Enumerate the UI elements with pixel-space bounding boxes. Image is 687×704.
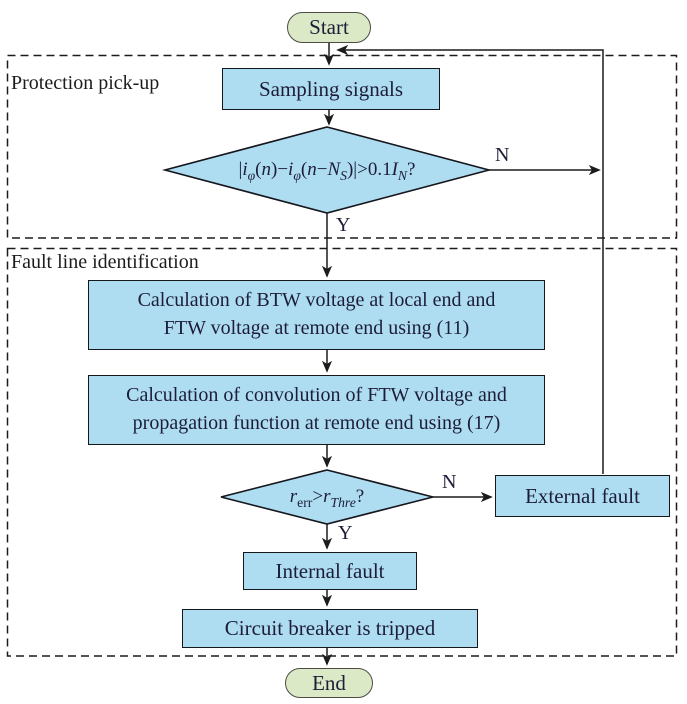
process-calc-btw-ftw-voltage-line1: Calculation of BTW voltage at local end … xyxy=(137,289,496,312)
process-circuit-breaker-tripped: Circuit breaker is tripped xyxy=(182,609,478,648)
decision-2-shape xyxy=(220,469,434,525)
decision-1-no-label: N xyxy=(495,144,510,166)
decision-2-question: rerr>rThre? xyxy=(289,486,365,510)
decision-2-no-label: N xyxy=(442,471,457,493)
start-terminal: Start xyxy=(287,12,371,43)
process-calc-btw-ftw-voltage: Calculation of BTW voltage at local end … xyxy=(88,280,545,350)
section-frame-fault-line-identification xyxy=(6,247,678,657)
process-calc-convolution: Calculation of convolution of FTW voltag… xyxy=(88,375,545,445)
decision-1-shape xyxy=(161,126,493,214)
process-internal-fault: Internal fault xyxy=(243,552,417,590)
process-sampling-signals: Sampling signals xyxy=(222,68,440,110)
process-calc-convolution-line1: Calculation of convolution of FTW voltag… xyxy=(126,384,507,407)
section-label-protection-pickup: Protection pick-up xyxy=(11,72,160,94)
decision-2-yes-label: Y xyxy=(338,522,353,544)
section-label-fault-line-identification: Fault line identification xyxy=(11,251,199,273)
process-calc-convolution-line2: propagation function at remote end using… xyxy=(132,412,501,434)
edge-feedback-loop xyxy=(336,44,604,474)
end-terminal: End xyxy=(285,668,373,698)
decision-1-question: |iφ(n)−iφ(n−NS)|>0.1IN? xyxy=(238,159,416,183)
process-external-fault: External fault xyxy=(495,475,670,517)
section-frame-protection-pickup xyxy=(6,54,678,239)
process-calc-btw-ftw-voltage-line2: FTW voltage at remote end using (11) xyxy=(163,317,470,339)
decision-1-yes-label: Y xyxy=(336,214,351,236)
